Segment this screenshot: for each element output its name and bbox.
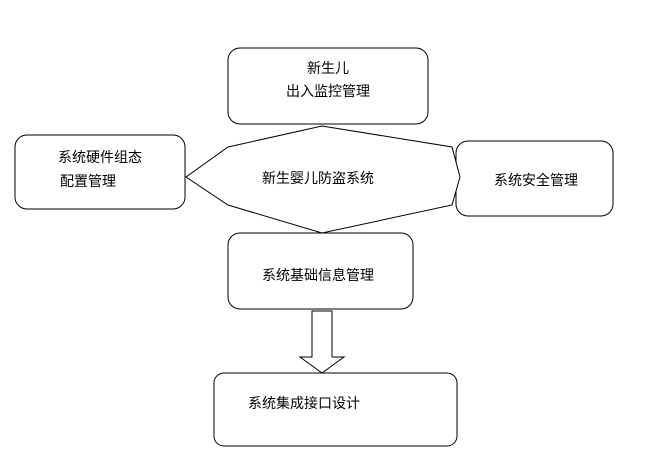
node-integration-interface-label: 系统集成接口设计 bbox=[248, 395, 360, 412]
down-arrow-connector bbox=[298, 310, 346, 374]
node-integration-interface: 系统集成接口设计 bbox=[213, 372, 458, 447]
center-star-label: 新生婴儿防盗系统 bbox=[262, 171, 374, 187]
node-newborn-access-monitoring-line-1: 新生儿 bbox=[307, 61, 349, 77]
node-hardware-config: 系统硬件组态 配置管理 bbox=[14, 134, 186, 210]
node-newborn-access-monitoring: 新生儿 出入监控管理 bbox=[227, 47, 429, 125]
node-base-info-management-label: 系统基础信息管理 bbox=[262, 267, 374, 284]
node-security-management: 系统安全管理 bbox=[455, 140, 614, 217]
center-star-node: 新生婴儿防盗系统 bbox=[185, 125, 461, 234]
node-hardware-config-line-2: 配置管理 bbox=[60, 174, 116, 190]
node-newborn-access-monitoring-line-2: 出入监控管理 bbox=[286, 84, 370, 100]
node-hardware-config-line-1: 系统硬件组态 bbox=[58, 150, 142, 166]
node-security-management-label: 系统安全管理 bbox=[494, 172, 578, 189]
node-base-info-management: 系统基础信息管理 bbox=[227, 232, 414, 310]
